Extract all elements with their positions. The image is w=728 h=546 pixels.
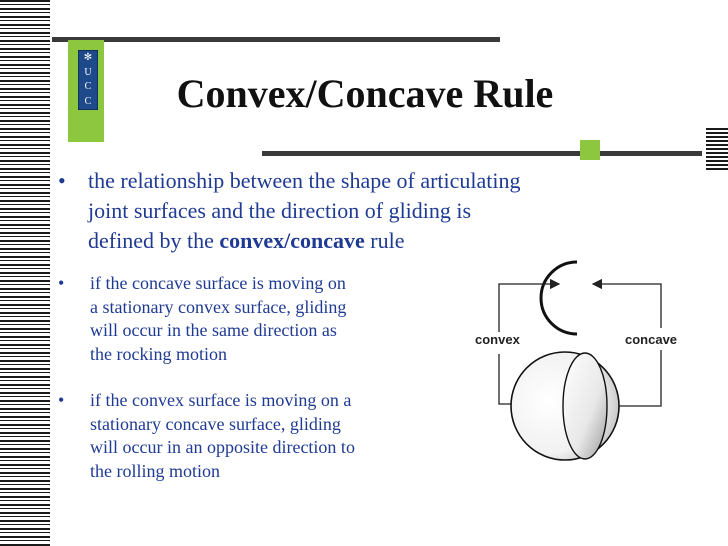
logo-letter: C — [84, 95, 92, 107]
sub-bullet-line: will occur in the same direction as — [90, 320, 337, 340]
sub-bullet-line: a stationary convex surface, gliding — [90, 296, 347, 317]
main-bullet-line: defined by the — [88, 228, 220, 253]
bullet-dot-icon: • — [58, 273, 65, 293]
sub-bullet-line: if the convex surface is moving on a — [90, 390, 352, 410]
sub-bullet-convex: • if the convex surface is moving on a s… — [58, 389, 458, 483]
sub-bullet-line: stationary concave surface, gliding — [90, 413, 341, 434]
top-divider-bar — [52, 37, 500, 42]
right-stripe-decoration — [706, 128, 728, 170]
sub-bullet-text: if the concave surface is moving on a st… — [90, 272, 458, 366]
ucc-logo: ✻ U C C — [78, 50, 98, 110]
main-bullet-line: rule — [364, 228, 405, 253]
sub-bullet-line: the rocking motion — [90, 343, 227, 364]
sub-bullet-text: if the convex surface is moving on a sta… — [90, 389, 458, 483]
main-bullet: • the relationship between the shape of … — [58, 166, 678, 256]
concave-cup-shape — [539, 260, 578, 336]
convex-arrow-up — [498, 278, 561, 332]
slide-title: Convex/Concave Rule — [176, 71, 554, 116]
middle-divider-bar — [262, 151, 702, 156]
bullet-dot-icon: • — [58, 390, 65, 410]
convex-label: convex — [475, 332, 521, 347]
main-bullet-bold-term: convex/concave — [219, 228, 365, 253]
logo-letter: U — [84, 66, 92, 78]
logo-letter: C — [84, 81, 92, 93]
convex-concave-diagram: convex concave — [475, 260, 677, 461]
sub-bullet-line: the rolling motion — [90, 460, 220, 481]
logo-snowflake-icon: ✻ — [83, 52, 93, 64]
bullet-dot-icon: • — [58, 168, 66, 193]
main-bullet-text: the relationship between the shape of ar… — [88, 166, 678, 256]
concave-face-ellipse — [562, 352, 608, 460]
main-bullet-line: joint surfaces and the direction of glid… — [88, 198, 472, 223]
concave-label: concave — [625, 332, 677, 347]
main-bullet-line: the relationship between the shape of ar… — [88, 168, 521, 193]
green-accent-square — [580, 140, 600, 160]
sub-bullet-concave: • if the concave surface is moving on a … — [58, 272, 458, 366]
sub-bullet-line: will occur in an opposite direction to — [90, 437, 355, 457]
left-stripe-decoration — [0, 0, 50, 546]
concave-arrow-up — [591, 278, 662, 328]
sub-bullet-line: if the concave surface is moving on — [90, 273, 346, 293]
